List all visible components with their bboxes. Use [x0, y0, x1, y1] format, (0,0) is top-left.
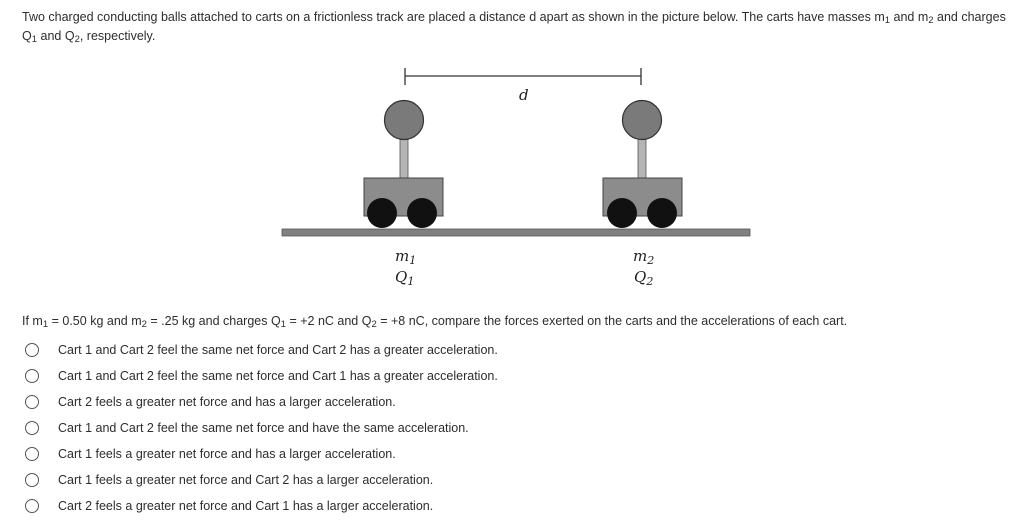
cart-2	[602, 99, 683, 228]
subscript: 1	[42, 319, 49, 330]
question-intro: Two charged conducting balls attached to…	[22, 8, 1012, 46]
intro-text: and charges	[933, 10, 1006, 24]
answer-option[interactable]: Cart 1 and Cart 2 feel the same net forc…	[22, 337, 498, 363]
subscript: 1	[31, 34, 38, 45]
cart-2-wheel-left	[607, 198, 637, 228]
answer-options: Cart 1 and Cart 2 feel the same net forc…	[22, 337, 498, 519]
question-prompt: If m1 = 0.50 kg and m2 = .25 kg and char…	[22, 312, 1012, 330]
cart-1-mass-label: m1	[395, 247, 416, 267]
radio-button[interactable]	[25, 369, 39, 383]
cart-1-ball	[383, 99, 425, 141]
answer-option[interactable]: Cart 1 feels a greater net force and has…	[22, 441, 498, 467]
distance-label: d	[519, 86, 529, 104]
option-label: Cart 1 and Cart 2 feel the same net forc…	[58, 421, 469, 435]
cart-1-wheel-right	[407, 198, 437, 228]
cart-1-wheel-left	[367, 198, 397, 228]
prompt-text: = .25 kg and charges Q	[146, 314, 281, 328]
subscript: 2	[74, 34, 80, 45]
option-label: Cart 2 feels a greater net force and Car…	[58, 499, 434, 513]
prompt-text: = 0.50 kg and m	[48, 314, 142, 328]
cart-1-charge-label: Q1	[395, 268, 414, 288]
subscript: 1	[280, 319, 286, 330]
answer-option[interactable]: Cart 1 feels a greater net force and Car…	[22, 467, 498, 493]
prompt-text: = +2 nC and Q	[285, 314, 372, 328]
cart-2-wheel-right	[647, 198, 677, 228]
prompt-text: If m	[22, 314, 43, 328]
answer-option[interactable]: Cart 2 feels a greater net force and has…	[22, 389, 498, 415]
prompt-text: = +8 nC, compare the forces exerted on t…	[376, 314, 848, 328]
radio-button[interactable]	[25, 499, 39, 513]
answer-option[interactable]: Cart 1 and Cart 2 feel the same net forc…	[22, 415, 498, 441]
cart-1	[363, 99, 444, 228]
track	[281, 228, 751, 237]
subscript: 1	[884, 15, 891, 26]
intro-text: Two charged conducting balls attached to…	[22, 10, 885, 24]
option-label: Cart 1 and Cart 2 feel the same net forc…	[58, 343, 498, 357]
intro-text: and m	[890, 10, 929, 24]
intro-text: and Q	[37, 29, 75, 43]
subscript: 2	[141, 319, 147, 330]
cart-2-rod	[637, 137, 647, 181]
cart-1-rod	[399, 137, 409, 181]
subscript: 2	[371, 319, 377, 330]
answer-option[interactable]: Cart 1 and Cart 2 feel the same net forc…	[22, 363, 498, 389]
cart-2-ball	[621, 99, 663, 141]
intro-text: Q	[22, 29, 32, 43]
radio-button[interactable]	[25, 447, 39, 461]
radio-button[interactable]	[25, 395, 39, 409]
intro-text: , respectively.	[79, 29, 156, 43]
carts-diagram: d m1 Q1 m2 Q2	[281, 68, 751, 288]
option-label: Cart 2 feels a greater net force and has…	[58, 395, 396, 409]
option-label: Cart 1 feels a greater net force and has…	[58, 447, 396, 461]
option-label: Cart 1 feels a greater net force and Car…	[58, 473, 434, 487]
radio-button[interactable]	[25, 343, 39, 357]
radio-button[interactable]	[25, 473, 39, 487]
option-label: Cart 1 and Cart 2 feel the same net forc…	[58, 369, 498, 383]
subscript: 2	[928, 15, 934, 26]
cart-2-charge-label: Q2	[634, 268, 653, 288]
radio-button[interactable]	[25, 421, 39, 435]
answer-option[interactable]: Cart 2 feels a greater net force and Car…	[22, 493, 498, 519]
cart-2-mass-label: m2	[633, 247, 654, 267]
